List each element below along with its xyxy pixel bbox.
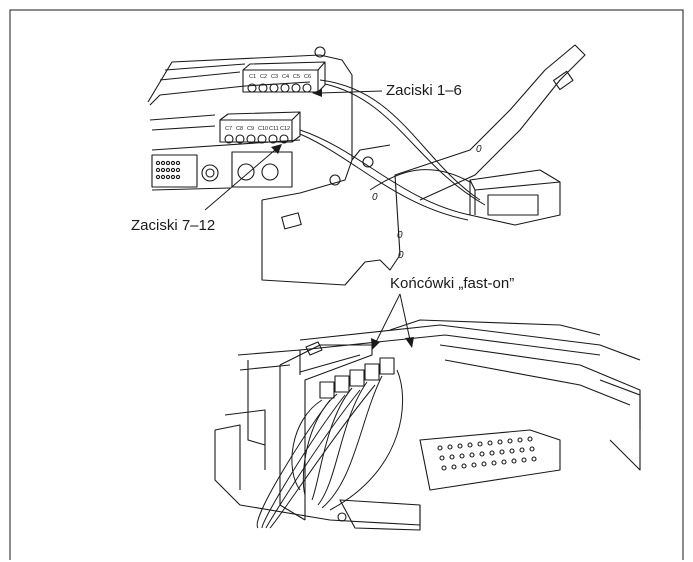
terminal-screws-bottom: [224, 134, 289, 144]
connector-holes-right: [437, 436, 537, 471]
terminal-block-top: [242, 69, 319, 93]
svg-text:0: 0: [476, 144, 482, 155]
svg-text:0: 0: [398, 250, 404, 261]
terminal-mark: C12: [280, 126, 290, 132]
label-terminals-1-6: Zaciski 1–6: [386, 82, 462, 99]
bottom-assembly-illustration: [214, 319, 641, 531]
terminal-mark: C9: [247, 126, 254, 132]
wire-loops: [256, 369, 404, 529]
terminal-mark: C7: [225, 126, 232, 132]
top-assembly-illustration: 0 0 0 0: [147, 44, 586, 286]
terminal-mark: C6: [304, 74, 311, 80]
page-border: [9, 9, 684, 560]
fast-on-blocks: [319, 357, 395, 399]
connector-dots-left: [155, 160, 181, 180]
terminal-mark: C8: [236, 126, 243, 132]
terminal-mark-labels: C1 C2 C3 C4 C5 C6 C7 C8 C9 C10 C11 C12: [225, 74, 311, 132]
label-terminals-7-12: Zaciski 7–12: [131, 217, 216, 234]
label-fast-on-terminals: Końcówki „fast-on”: [390, 275, 515, 292]
terminal-mark: C4: [282, 74, 289, 80]
terminal-mark: C5: [293, 74, 300, 80]
terminal-mark: C3: [271, 74, 278, 80]
italic-marks: 0 0 0 0: [372, 144, 482, 261]
svg-text:0: 0: [372, 192, 378, 203]
terminal-mark: C11: [269, 126, 279, 132]
terminal-screws-top: [247, 83, 312, 93]
terminal-mark: C2: [260, 74, 267, 80]
terminal-block-bottom: [219, 119, 293, 143]
terminal-mark: C10: [258, 126, 268, 132]
svg-text:0: 0: [397, 230, 403, 241]
leader-arrows: [204, 89, 414, 350]
terminal-mark: C1: [249, 74, 256, 80]
